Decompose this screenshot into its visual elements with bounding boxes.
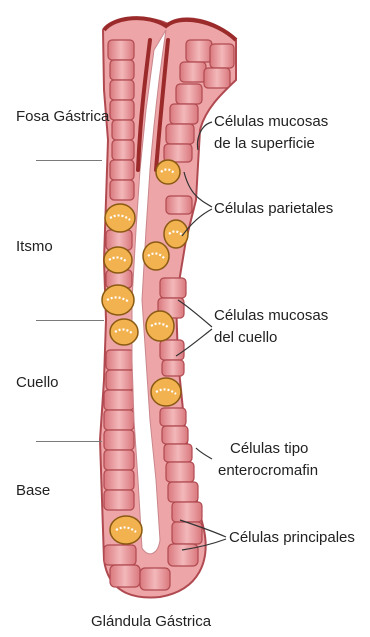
- cell-label-mucosas-superficie-line1: Células mucosas: [214, 111, 328, 132]
- cell-label-parietales: Células parietales: [214, 198, 333, 219]
- region-label-itsmo: Itsmo: [16, 236, 53, 257]
- region-label-base: Base: [16, 480, 50, 501]
- figure-caption: Glándula Gástrica: [91, 611, 211, 632]
- cell-label-mucosas-superficie-line2: de la superficie: [214, 133, 315, 154]
- divider-fosa-itsmo: [36, 160, 102, 161]
- divider-itsmo-cuello: [36, 320, 104, 321]
- divider-cuello-base: [36, 441, 102, 442]
- region-label-fosa: Fosa Gástrica: [16, 106, 109, 127]
- cell-label-mucosas-cuello-line1: Células mucosas: [214, 305, 328, 326]
- cell-label-mucosas-cuello-line2: del cuello: [214, 327, 277, 348]
- region-label-cuello: Cuello: [16, 372, 59, 393]
- cell-label-principales: Células principales: [229, 527, 355, 548]
- cell-label-enterocromafin-line2: enterocromafin: [218, 460, 318, 481]
- cell-label-enterocromafin-line1: Células tipo: [230, 438, 308, 459]
